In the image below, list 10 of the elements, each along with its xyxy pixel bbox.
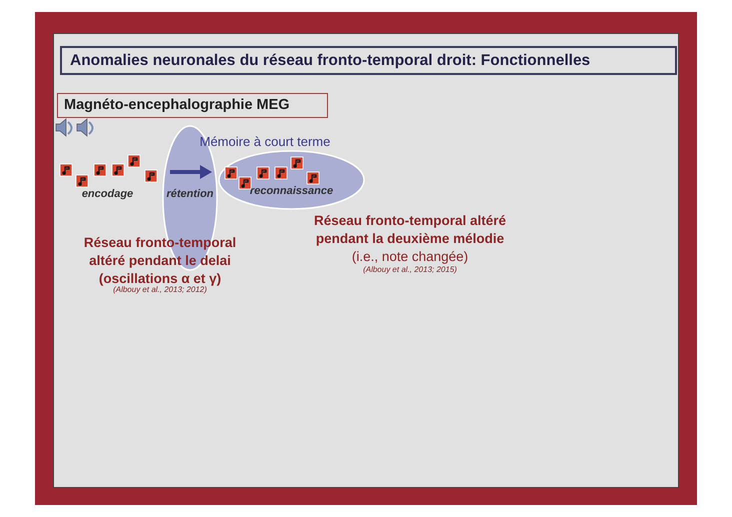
slide-title: Anomalies neuronales du réseau fronto-temporal droit: Fonctionnelles [60,46,677,75]
heading-box: Magnéto-encephalographie MEG [57,93,328,118]
phase-label: encodage [80,188,134,200]
phase-label: rétention [165,188,215,200]
section-heading: Mémoire à court terme [198,134,332,149]
finding-text: Réseau fronto-temporal altéré pendant le delai (oscillations α et γ) [82,234,238,286]
phase-label: reconnaissance [248,185,334,197]
citation: (Albouy et al., 2013; 2015) [362,265,458,274]
finding-text: Réseau fronto-temporal altéré pendant la deuxième mélodie (i.e., note changée) [312,212,508,266]
citation: (Albouy et al., 2013; 2012) [113,285,208,294]
